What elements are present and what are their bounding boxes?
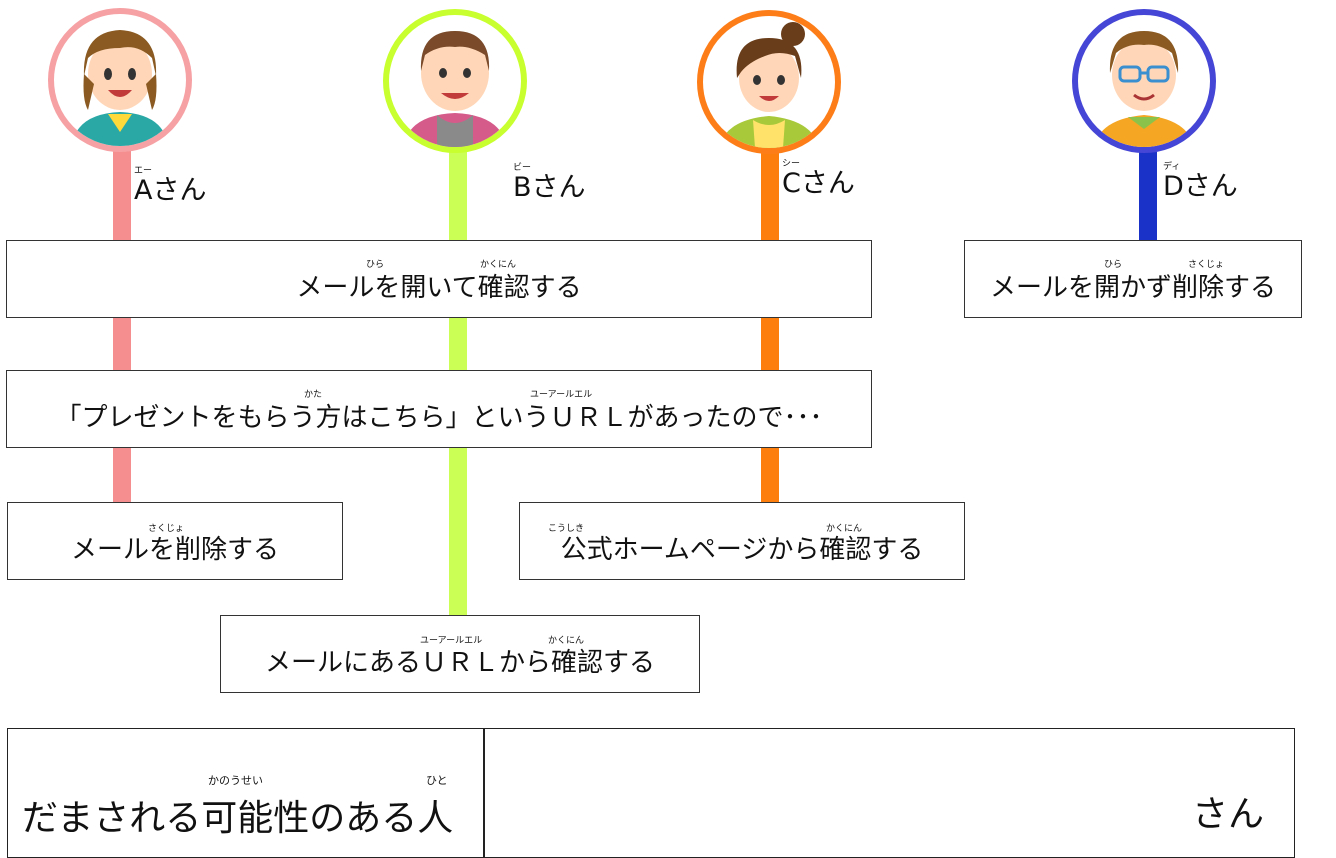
answer-table: かのうせい ひと だまされる可能性のある人 さん — [7, 728, 1295, 858]
box-delete-unopened: メールを開かず削除する — [964, 240, 1302, 318]
path-c — [761, 148, 779, 502]
box-official-site-ruby-2: かくにん — [826, 524, 863, 534]
path-a — [113, 148, 131, 502]
woman-green-cardigan-icon — [719, 22, 819, 148]
box-open-check-ruby-1: ひら — [366, 260, 385, 270]
box-official-site-text: 公式ホームページから確認する — [560, 534, 924, 565]
box-url-found-text: 「プレゼントをもらう方はこちら」というＵＲＬがあったので･･･ — [55, 402, 823, 433]
box-delete-unopened-text: メールを開かず削除する — [989, 272, 1276, 303]
name-b: Bさん — [513, 172, 586, 203]
name-b-reading: ビー — [513, 163, 532, 173]
answer-suffix: さん — [1192, 794, 1265, 835]
box-via-url: メールにあるＵＲＬから確認する — [220, 615, 700, 693]
avatar-c — [697, 10, 841, 154]
box-url-found: 「プレゼントをもらう方はこちら」というＵＲＬがあったので･･･ — [6, 370, 872, 448]
box-delete-text: メールを削除する — [70, 534, 279, 565]
answer-label-ruby-2: ひと — [426, 774, 448, 787]
box-official-site-ruby-1: こうしき — [548, 524, 585, 534]
name-a-reading: エー — [134, 166, 153, 176]
box-url-found-ruby-2: ユーアールエル — [530, 390, 593, 400]
name-a: Aさん — [134, 175, 207, 206]
box-delete: メールを削除する — [7, 502, 343, 580]
box-delete-unopened-ruby-1: ひら — [1104, 260, 1123, 270]
name-d: Dさん — [1163, 171, 1238, 202]
avatar-a — [48, 8, 192, 152]
box-delete-ruby-1: さくじょ — [148, 524, 185, 534]
path-d — [1139, 148, 1157, 241]
answer-divider — [483, 729, 485, 857]
answer-label-ruby-1: かのうせい — [208, 774, 263, 787]
box-open-check-text: メールを開いて確認する — [296, 272, 582, 303]
avatar-b — [383, 9, 527, 153]
box-official-site: 公式ホームページから確認する — [519, 502, 965, 580]
answer-label: だまされる可能性のある人 — [22, 798, 454, 839]
girl-teal-hoodie-icon — [72, 30, 168, 146]
avatar-d — [1072, 9, 1216, 153]
man-pink-shirt-icon — [403, 31, 507, 147]
box-open-check: メールを開いて確認する — [6, 240, 872, 318]
box-delete-unopened-ruby-2: さくじょ — [1188, 260, 1225, 270]
name-c: Cさん — [782, 168, 855, 199]
box-open-check-ruby-2: かくにん — [480, 260, 517, 270]
box-url-found-ruby-1: かた — [304, 390, 323, 400]
box-via-url-ruby-2: かくにん — [548, 636, 585, 646]
name-d-reading: ディ — [1163, 162, 1181, 172]
name-c-reading: シー — [782, 159, 801, 169]
box-via-url-ruby-1: ユーアールエル — [420, 636, 483, 646]
boy-glasses-orange-sweater-icon — [1094, 31, 1194, 147]
box-via-url-text: メールにあるＵＲＬから確認する — [264, 647, 655, 678]
